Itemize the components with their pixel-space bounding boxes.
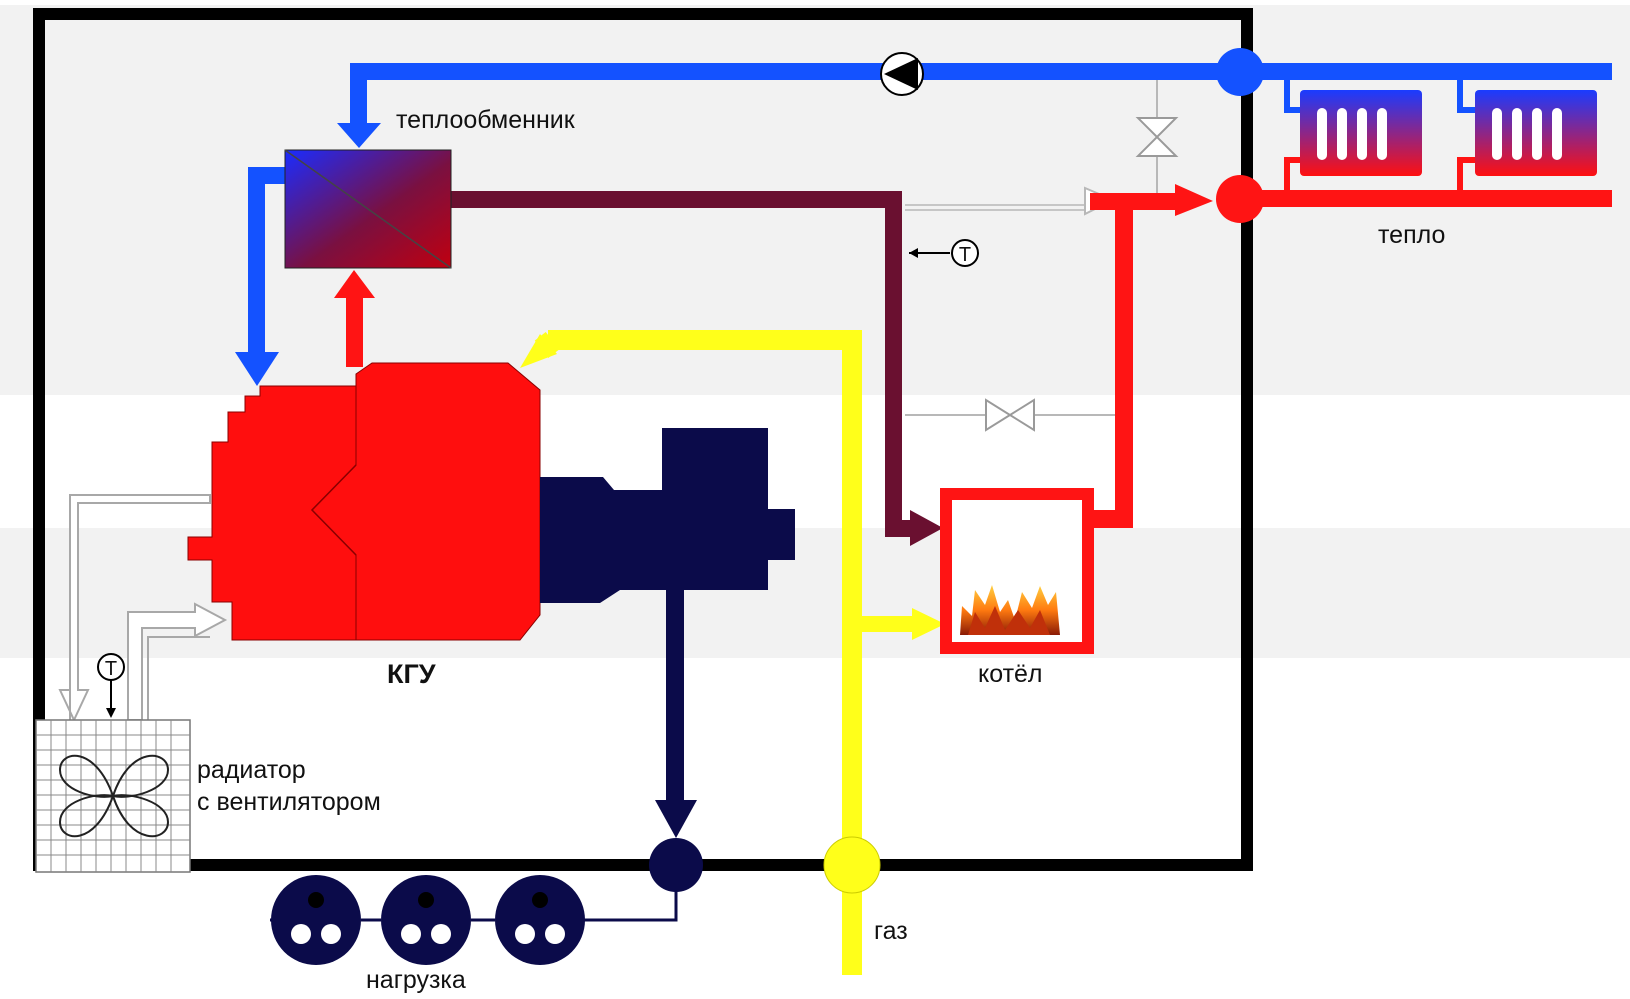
thermometer-icon: T xyxy=(97,653,125,718)
gas-label: газ xyxy=(874,917,908,945)
generator xyxy=(540,428,795,603)
hot-water-junction xyxy=(1216,175,1264,223)
radiator-fan-unit xyxy=(35,719,191,873)
thermometer-icon: T xyxy=(909,239,979,267)
gas-junction xyxy=(823,836,881,894)
socket-icon xyxy=(495,875,585,965)
building-frame xyxy=(33,8,1253,871)
hot-water-pipe xyxy=(334,184,1612,528)
radiator-branch-pipes xyxy=(1284,80,1475,190)
fan-icon xyxy=(58,754,170,838)
load-label: нагрузка xyxy=(366,966,466,994)
flame-icon xyxy=(960,585,1060,635)
radiator-label-line2: с вентилятором xyxy=(197,788,381,816)
thermometer-label: T xyxy=(105,658,117,680)
cgu-label: КГУ xyxy=(387,659,437,689)
radiator-icon xyxy=(1475,90,1597,176)
valve-icon[interactable] xyxy=(1135,117,1179,157)
cold-water-junction xyxy=(1216,48,1264,96)
electric-line xyxy=(270,590,703,922)
heat-exchanger-label: теплообменник xyxy=(396,106,576,134)
heat-label: тепло xyxy=(1378,221,1445,249)
radiator-label-line1: радиатор xyxy=(197,756,306,784)
radiator-icon xyxy=(1300,90,1422,176)
thermometer-label: T xyxy=(959,244,971,266)
valve-icon[interactable] xyxy=(985,398,1035,432)
pump-icon[interactable] xyxy=(880,52,924,96)
cold-water-pipe xyxy=(235,63,1612,386)
cgu-engine xyxy=(187,362,541,641)
gas-pipe xyxy=(520,330,945,975)
socket-icon xyxy=(271,875,361,965)
heat-exchanger xyxy=(284,149,452,269)
boiler-label: котёл xyxy=(978,660,1043,688)
exhaust-pipe xyxy=(450,191,943,546)
socket-icon xyxy=(381,875,471,965)
coolant-lines xyxy=(58,494,228,723)
